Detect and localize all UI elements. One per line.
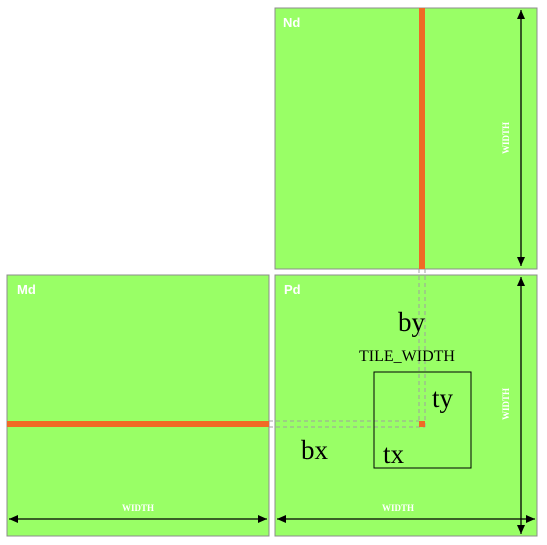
- pd-width-label-bottom: WIDTH: [382, 503, 414, 513]
- tile-width-label: TILE_WIDTH: [359, 348, 455, 365]
- pd-width-label-right: WIDTH: [501, 388, 511, 420]
- pd-matrix: Pd by TILE_WIDTH ty bx tx WIDTH WIDTH: [269, 269, 538, 537]
- tx-label: tx: [383, 439, 405, 469]
- md-matrix-label: Md: [17, 282, 36, 297]
- pd-matrix-label: Pd: [284, 282, 301, 297]
- projection-guides: [269, 269, 426, 428]
- pd-matrix-body: [274, 274, 538, 537]
- md-matrix: Md WIDTH: [6, 274, 270, 537]
- nd-width-label: WIDTH: [501, 122, 511, 154]
- tile-box: [373, 371, 472, 469]
- bx-label: bx: [301, 435, 329, 465]
- nd-matrix-body: [274, 7, 538, 270]
- ty-label: ty: [432, 383, 454, 413]
- nd-column-highlight: [419, 8, 425, 269]
- pd-element-highlight: [419, 421, 425, 427]
- by-label: by: [398, 307, 426, 337]
- nd-matrix-label: Nd: [283, 15, 300, 30]
- nd-matrix: Nd WIDTH: [274, 7, 538, 270]
- md-width-label: WIDTH: [122, 503, 154, 513]
- md-row-highlight: [7, 421, 269, 427]
- md-matrix-body: [6, 274, 270, 537]
